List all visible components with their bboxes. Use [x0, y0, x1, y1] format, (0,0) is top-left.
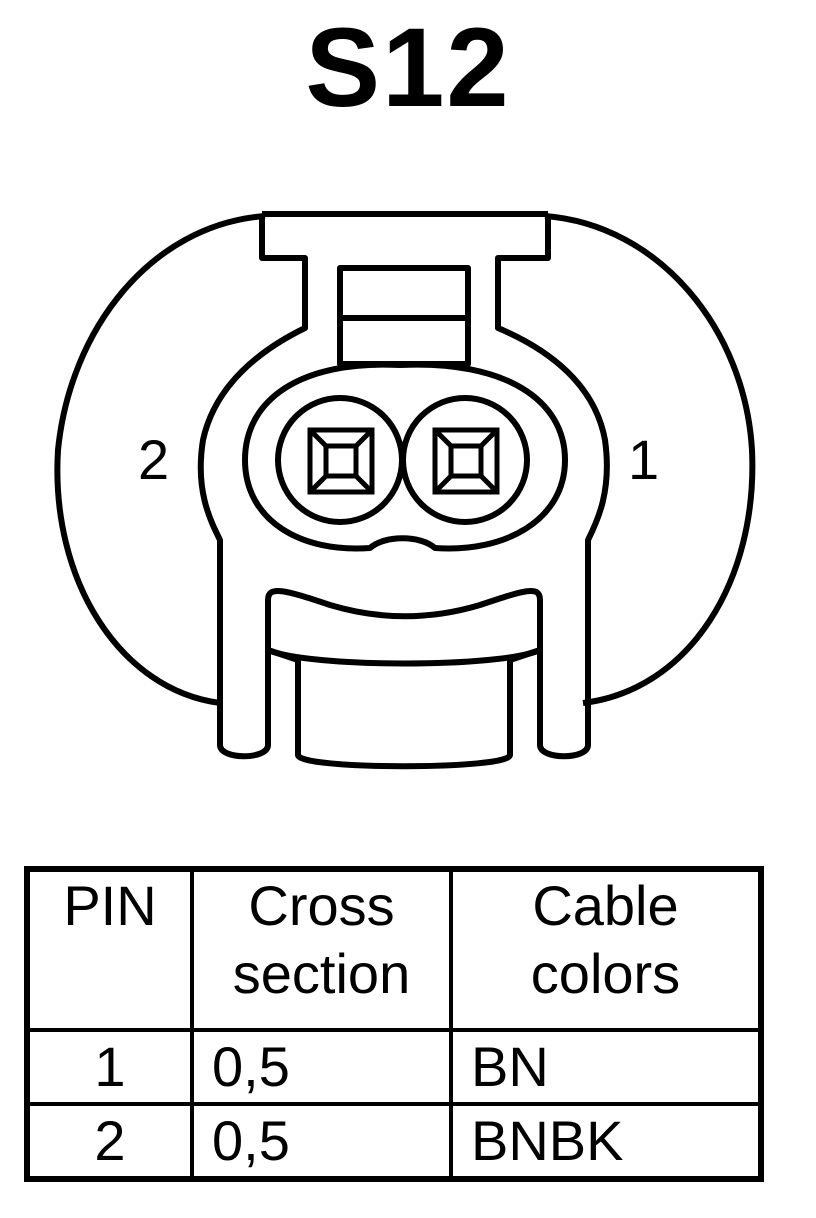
table-header-row: PIN Cross section Cable colors — [25, 867, 763, 1032]
pin-table: PIN Cross section Cable colors 1 0,5 BN … — [24, 866, 764, 1182]
header-cable-line1: Cable — [532, 874, 679, 937]
pin-1-terminal — [432, 427, 500, 495]
pin-1-cavity — [400, 395, 530, 525]
header-cable-colors: Cable colors — [449, 867, 763, 1032]
pin-2-cavity — [275, 395, 405, 525]
table-row: 1 0,5 BN — [25, 1028, 763, 1106]
pin-1-label: 1 — [628, 428, 660, 491]
row-2-cross-section: 0,5 — [190, 1102, 453, 1181]
header-pin: PIN — [25, 867, 194, 1032]
row-1-pin: 1 — [25, 1028, 194, 1106]
socket-oval — [242, 361, 568, 552]
header-cross-line2: section — [232, 942, 411, 1005]
pin-2-label: 2 — [138, 428, 170, 491]
connector-drawing — [54, 211, 756, 770]
header-pin-label: PIN — [63, 874, 157, 937]
row-2-color: BNBK — [449, 1102, 763, 1181]
housing-right-lobe — [544, 213, 756, 706]
diagram-title: S12 — [305, 5, 511, 130]
housing-left-lobe — [54, 213, 266, 706]
header-cable-line2: colors — [530, 942, 681, 1005]
latch-tab — [197, 214, 610, 770]
header-cross-line1: Cross — [248, 874, 395, 937]
pin-2-terminal — [307, 427, 375, 495]
lower-latch — [265, 587, 543, 667]
row-2-pin: 2 — [25, 1102, 194, 1181]
row-1-cross-section: 0,5 — [190, 1028, 453, 1106]
row-1-color: BN — [449, 1028, 763, 1106]
table-row: 2 0,5 BNBK — [25, 1102, 763, 1181]
header-cross-section: Cross section — [190, 867, 453, 1032]
